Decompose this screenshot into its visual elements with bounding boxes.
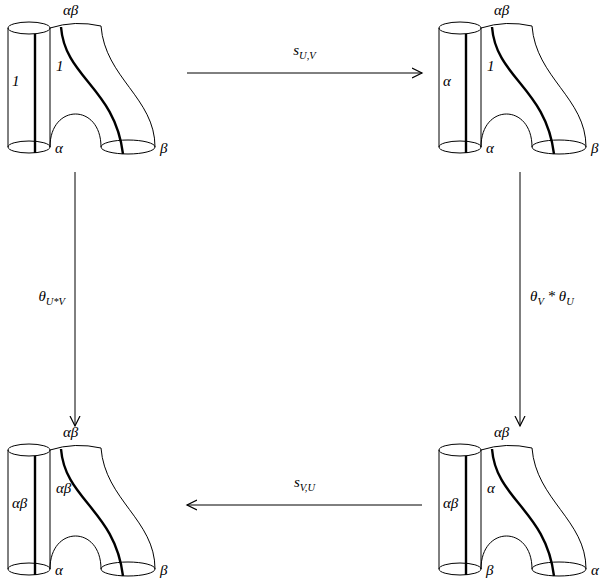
- surface-outline: [532, 140, 586, 154]
- color-label: β: [160, 562, 167, 578]
- surface-outline: [481, 450, 482, 569]
- surface-outline: [8, 450, 9, 569]
- surface-outline: [8, 444, 50, 456]
- seam-line: [61, 27, 123, 154]
- morphism-label: θV * θU: [528, 287, 576, 311]
- surface-outline: [50, 445, 101, 450]
- label-subscript: U*V: [46, 296, 65, 307]
- color-label: β: [160, 140, 167, 156]
- surface-outline: [8, 141, 50, 153]
- color-label: α: [55, 140, 63, 156]
- cobordism-illustration: [5, 18, 173, 158]
- label-part: s: [293, 42, 299, 58]
- cobordism-node: αβ11αβ: [5, 18, 173, 158]
- surface-outline: [439, 28, 440, 147]
- label-part: θ: [38, 288, 45, 304]
- color-label: α: [486, 140, 494, 156]
- seam-line: [34, 34, 36, 153]
- color-label: 1: [12, 73, 20, 89]
- surface-outline: [481, 23, 532, 28]
- morphism-label: sU,V: [291, 41, 317, 65]
- color-label: α: [487, 480, 495, 496]
- surface-outline: [439, 563, 481, 575]
- surface-outline: [8, 22, 50, 34]
- surface-outline: [101, 562, 155, 576]
- color-label: α: [591, 562, 599, 578]
- morphism-arrow: [520, 172, 521, 426]
- label-subscript: V: [537, 296, 543, 307]
- color-label: αβ: [12, 495, 27, 511]
- surface-outline: [439, 450, 440, 569]
- surface-outline: [50, 28, 51, 147]
- color-label: αβ: [494, 424, 509, 440]
- cobordism-node: αβαβαβαβ: [5, 440, 173, 580]
- seam-line: [34, 456, 36, 575]
- surface-outline: [439, 22, 481, 34]
- label-subscript: V,U: [300, 482, 315, 493]
- surface-outline: [439, 141, 481, 153]
- surface-outline: [8, 563, 50, 575]
- morphism-arrow: [187, 73, 422, 74]
- cobordism-node: αβα1αβ: [436, 18, 604, 158]
- cobordism-illustration: [436, 18, 604, 158]
- color-label: α: [55, 562, 63, 578]
- morphism-arrow: [187, 505, 422, 506]
- seam-line: [465, 34, 467, 153]
- surface-outline: [481, 445, 532, 450]
- cobordism-illustration: [5, 440, 173, 580]
- color-label: αβ: [494, 2, 509, 18]
- color-label: 1: [56, 58, 64, 74]
- seam-line: [465, 456, 467, 575]
- surface-outline: [101, 26, 155, 147]
- surface-outline: [532, 562, 586, 576]
- morphism-label: sV,U: [292, 473, 317, 497]
- seam-line: [492, 27, 554, 154]
- seam-line: [61, 449, 123, 576]
- label-part: *: [544, 288, 559, 304]
- morphism-arrow: [75, 172, 76, 426]
- color-label: αβ: [56, 480, 71, 496]
- surface-outline: [532, 26, 586, 147]
- surface-outline: [50, 23, 101, 28]
- label-subscript: U,V: [299, 50, 316, 61]
- label-part: θ: [559, 288, 566, 304]
- color-label: α: [443, 73, 451, 89]
- surface-outline: [50, 450, 51, 569]
- surface-outline: [532, 448, 586, 569]
- color-label: αβ: [443, 495, 458, 511]
- surface-outline: [8, 28, 9, 147]
- color-label: β: [591, 140, 598, 156]
- color-label: 1: [487, 58, 495, 74]
- surface-outline: [481, 28, 482, 147]
- cobordism-node: αβαβαβα: [436, 440, 604, 580]
- morphism-label: θU*V: [36, 287, 67, 311]
- color-label: αβ: [63, 2, 78, 18]
- label-part: θ: [530, 288, 537, 304]
- label-part: s: [294, 474, 300, 490]
- color-label: β: [486, 562, 493, 578]
- surface-outline: [101, 140, 155, 154]
- label-subscript: U: [566, 296, 574, 307]
- cobordism-illustration: [436, 440, 604, 580]
- surface-outline: [101, 448, 155, 569]
- color-label: αβ: [63, 424, 78, 440]
- seam-line: [492, 449, 554, 576]
- surface-outline: [439, 444, 481, 456]
